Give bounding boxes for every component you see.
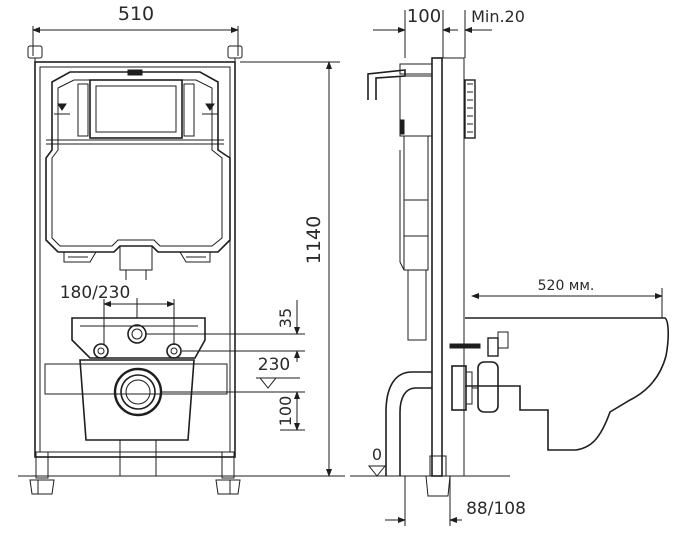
floor-level-triangle-icon — [367, 465, 387, 477]
side-view: 100 Min.20 — [350, 6, 670, 526]
flush-plate — [464, 79, 476, 139]
frame-outline — [27, 45, 243, 458]
finish-wall — [441, 57, 465, 477]
front-view: 510 — [18, 3, 345, 495]
water-inlet — [449, 331, 509, 357]
min-clearance-label: Min.20 — [471, 7, 525, 26]
inlet-offset-label: 35 — [276, 308, 295, 328]
flush-spacing-label: 180/230 — [60, 283, 131, 303]
outlet-height-label: 230 — [258, 355, 290, 375]
cistern-side — [399, 75, 433, 271]
width-label: 510 — [118, 3, 154, 25]
level-triangle-icon — [205, 103, 215, 111]
floor-level-label: 0 — [372, 445, 382, 464]
outlet-height-dimension: 230 — [256, 355, 300, 389]
flush-pipe — [119, 245, 153, 280]
bowl-projection-label: 520 мм. — [538, 278, 595, 294]
flush-spacing-dimension: 180/230 — [60, 283, 175, 345]
level-triangle-icon — [258, 377, 278, 389]
wall-panel — [431, 57, 443, 477]
width-dimension: 510 — [32, 3, 239, 56]
floor-level-mark: 0 — [367, 445, 387, 477]
bowl-projection-dimension: 520 мм. — [471, 278, 663, 318]
side-down-pipe — [407, 270, 427, 341]
wall-depth-label: 88/108 — [466, 499, 526, 519]
outlet-spacing-label: 100 — [276, 396, 295, 427]
level-triangle-icon — [57, 103, 67, 111]
height-label: 1140 — [303, 216, 325, 264]
depth-dimension: 100 Min.20 — [373, 6, 525, 58]
mounting-plate — [71, 298, 206, 359]
height-dimension: 1140 — [303, 61, 332, 477]
outlet-bend — [385, 361, 499, 476]
frame-legs — [29, 451, 241, 495]
wall-depth-dimension: 88/108 — [385, 476, 526, 526]
cistern-tank — [45, 69, 231, 263]
depth-label: 100 — [407, 6, 441, 27]
toilet-bowl — [465, 317, 670, 451]
outlet-bracket — [44, 359, 228, 477]
top-bracket — [367, 69, 406, 100]
outlet-spacing-dimension: 100 — [276, 391, 305, 431]
inlet-offset-dimension: 35 — [276, 300, 300, 362]
